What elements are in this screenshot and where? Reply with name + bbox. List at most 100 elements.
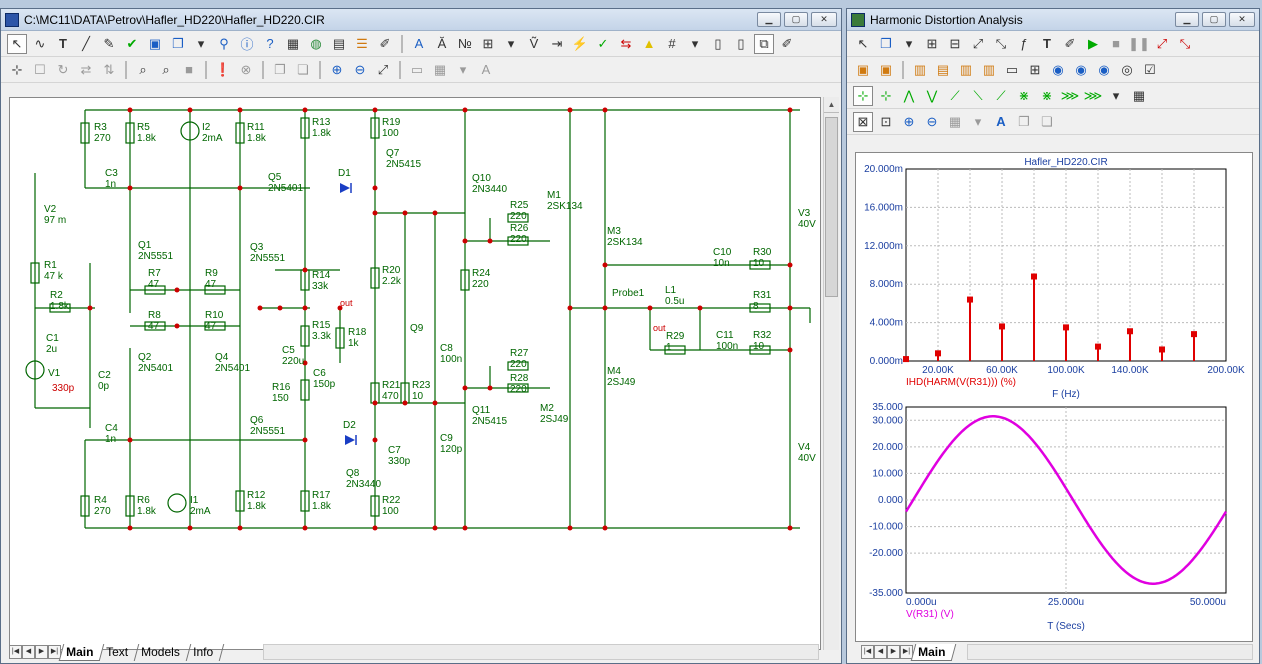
schematic-vscroll[interactable]: ▲ (823, 97, 839, 650)
pencil-icon[interactable]: ✎ (103, 35, 115, 51)
text-icon[interactable]: T (1043, 36, 1051, 51)
analysis-close-button[interactable]: ✕ (1229, 12, 1255, 27)
analysis-prev-page-icon[interactable]: ◀ (874, 645, 887, 659)
tab-text[interactable]: Text (100, 643, 140, 661)
fit2-icon[interactable]: ⊡ (880, 113, 892, 129)
dropdown-icon[interactable]: ▾ (905, 35, 913, 51)
analysis-next-page-icon[interactable]: ▶ (887, 645, 900, 659)
grid2-icon[interactable]: # (668, 36, 676, 51)
find2-icon[interactable]: ⌕ (162, 61, 170, 77)
scale-icon[interactable]: ⊞ (926, 35, 938, 51)
paste-icon[interactable]: ❏ (1041, 113, 1053, 129)
region-icon[interactable]: ⊹ (11, 61, 23, 77)
check-list-icon[interactable]: ☑ (1144, 61, 1156, 77)
attribute-icon[interactable]: Ă (437, 36, 447, 51)
checkbox-icon[interactable]: ☐ (34, 61, 46, 77)
mark1-icon[interactable]: ⋇ (1018, 87, 1030, 103)
properties-icon[interactable]: ✐ (781, 35, 793, 51)
page-icon[interactable]: ▯ (714, 35, 722, 51)
pause-icon[interactable]: ❚❚ (1128, 35, 1150, 51)
check-icon[interactable]: ✔ (126, 35, 138, 51)
scroll-thumb[interactable] (825, 117, 838, 297)
mark3-icon[interactable]: ⋙ (1060, 87, 1080, 103)
table-icon[interactable]: ▦ (1132, 87, 1146, 103)
zoom-in-icon[interactable]: ⊕ (903, 113, 915, 129)
arrow-right-icon[interactable]: ⇥ (551, 35, 563, 51)
scale4-icon[interactable]: ⤡ (995, 35, 1007, 51)
fit-icon[interactable]: ⊠ (853, 111, 873, 132)
component-icon[interactable]: ❐ (880, 35, 892, 51)
function-icon[interactable]: ƒ (1020, 36, 1028, 51)
tile-icon[interactable]: ▦ (948, 113, 962, 129)
plot2-icon[interactable]: ⤡ (1179, 35, 1191, 51)
check2-icon[interactable]: ✓ (597, 35, 609, 51)
dropdown2-icon[interactable]: ▾ (507, 35, 515, 51)
select-icon[interactable]: ↖ (857, 35, 869, 51)
node-number-icon[interactable]: № (458, 36, 472, 51)
col3-icon[interactable]: ▥ (959, 61, 973, 77)
copy-icon[interactable]: ❐ (1018, 113, 1030, 129)
find-icon[interactable]: ⌕ (139, 61, 147, 77)
analysis-maximize-button[interactable]: ▢ (1202, 12, 1226, 27)
list-icon[interactable]: ☰ (356, 35, 368, 51)
dropdown6-icon[interactable]: ▾ (974, 113, 982, 129)
stop-icon[interactable]: ■ (185, 62, 193, 77)
font-icon[interactable]: A (481, 62, 491, 77)
rotate-icon[interactable]: ↻ (57, 61, 69, 77)
slope3-icon[interactable]: ⟋ (996, 87, 1006, 103)
scope3-icon[interactable]: ◉ (1098, 61, 1110, 77)
col5-icon[interactable]: ▭ (1005, 61, 1019, 77)
scroll-up-icon[interactable]: ▲ (824, 97, 839, 113)
run-icon[interactable]: ▶ (1088, 35, 1098, 51)
text-icon[interactable]: T (59, 36, 67, 51)
cursor2-icon[interactable]: ⊹ (880, 87, 892, 103)
valley-icon[interactable]: ⋁ (926, 87, 938, 103)
stop-icon[interactable]: ■ (1112, 36, 1120, 51)
dropdown4-icon[interactable]: ▾ (459, 61, 467, 77)
col6-icon[interactable]: ⊞ (1029, 61, 1041, 77)
properties-icon[interactable]: ✐ (1064, 35, 1076, 51)
plot-icon[interactable]: ⤢ (1156, 35, 1168, 51)
next-page-icon[interactable]: ▶ (35, 645, 48, 659)
close-button[interactable]: ✕ (811, 12, 837, 27)
tab-info[interactable]: Info (186, 643, 225, 661)
page2-icon[interactable]: ▯ (737, 35, 745, 51)
slope1-icon[interactable]: ⟋ (950, 87, 960, 103)
zoom-fit-icon[interactable]: ⤢ (377, 61, 389, 77)
peak-icon[interactable]: ⋀ (903, 87, 915, 103)
calendar-icon[interactable]: ▦ (286, 35, 300, 51)
schematic-hscroll[interactable] (263, 644, 819, 660)
arrows-icon[interactable]: ⇆ (620, 35, 632, 51)
analysis-minimize-button[interactable]: ▁ (1175, 12, 1199, 27)
tile-icon[interactable]: ▦ (433, 61, 447, 77)
analysis-first-page-icon[interactable]: |◀ (861, 645, 874, 659)
mark4-icon[interactable]: ⋙ (1083, 87, 1103, 103)
pin-icon[interactable]: ⊞ (482, 35, 494, 51)
mirror-icon[interactable]: ⇄ (80, 61, 92, 77)
flip-icon[interactable]: ⇅ (103, 61, 115, 77)
dropdown3-icon[interactable]: ▾ (691, 35, 699, 51)
component-icon[interactable]: ▣ (148, 35, 162, 51)
analysis-hscroll[interactable] (967, 644, 1253, 660)
schematic-titlebar[interactable]: C:\MC11\DATA\Petrov\Hafler_HD220\Hafler_… (1, 9, 841, 31)
zoom-out-icon[interactable]: ⊖ (354, 61, 366, 77)
cursor1-icon[interactable]: ⊹ (853, 85, 873, 106)
probe-icon[interactable]: ⚲ (219, 35, 229, 51)
dropdown-icon[interactable]: ▾ (197, 35, 205, 51)
page-link-icon[interactable]: ⧉ (754, 33, 774, 54)
analysis-titlebar[interactable]: Harmonic Distortion Analysis ▁ ▢ ✕ (847, 9, 1259, 31)
tab-models[interactable]: Models (135, 643, 192, 661)
copy-icon[interactable]: ❐ (172, 35, 184, 51)
zoom-out-icon[interactable]: ⊖ (926, 113, 938, 129)
help-icon[interactable]: ? (266, 36, 274, 51)
scale3-icon[interactable]: ⤢ (972, 35, 984, 51)
select-mode-icon[interactable]: ↖ (7, 33, 27, 54)
scope1-icon[interactable]: ◉ (1052, 61, 1064, 77)
cancel-icon[interactable]: ⊗ (240, 61, 252, 77)
tab-main[interactable]: Main (58, 643, 105, 661)
col2-icon[interactable]: ▤ (936, 61, 950, 77)
globe-icon[interactable]: ◍ (310, 35, 322, 51)
paste-icon[interactable]: ❏ (297, 61, 309, 77)
scope2-icon[interactable]: ◉ (1075, 61, 1087, 77)
dropdown5-icon[interactable]: ▾ (1112, 87, 1120, 103)
